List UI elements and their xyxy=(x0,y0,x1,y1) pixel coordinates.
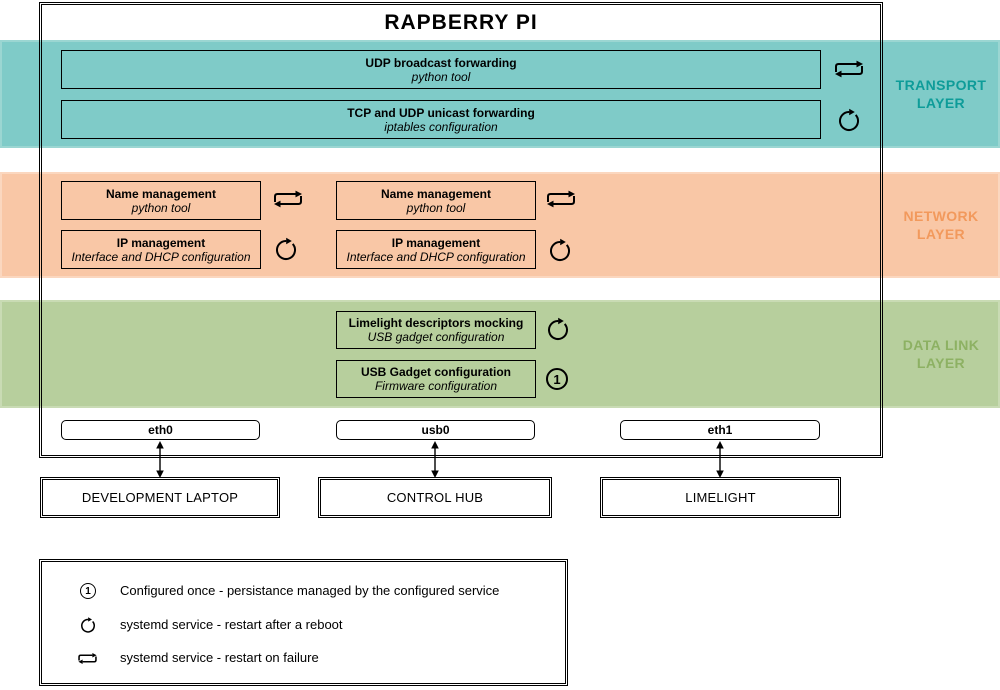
device-label: LIMELIGHT xyxy=(685,490,756,505)
node-usb-gadget-configuration: USB Gadget configuration Firmware config… xyxy=(336,360,536,398)
legend-item-restart-on-failure: systemd service - restart on failure xyxy=(120,650,319,665)
restart-on-failure-icon xyxy=(78,653,97,664)
device-limelight: LIMELIGHT xyxy=(600,477,841,518)
restart-after-reboot-icon xyxy=(839,108,859,131)
network-layer-label: NETWORK LAYER xyxy=(903,208,979,242)
node-title: UDP broadcast forwarding xyxy=(365,55,517,70)
device-label: DEVELOPMENT LAPTOP xyxy=(81,490,239,505)
raspberry-pi-container: RAPBERRY PI xyxy=(39,2,883,458)
restart-after-reboot-icon xyxy=(548,317,568,340)
node-subtitle: python tool xyxy=(131,200,191,215)
device-development-laptop: DEVELOPMENT LAPTOP xyxy=(40,477,280,518)
node-title: Name management xyxy=(380,186,492,201)
bidirectional-arrow xyxy=(716,441,724,478)
node-name-management-2: Name management python tool xyxy=(336,181,536,220)
node-subtitle: python tool xyxy=(406,200,466,215)
restart-on-failure-icon xyxy=(274,190,302,208)
restart-on-failure-icon xyxy=(835,60,863,78)
node-subtitle: iptables configuration xyxy=(384,119,498,134)
node-subtitle: Interface and DHCP configuration xyxy=(71,249,251,264)
device-control-hub: CONTROL HUB xyxy=(318,477,552,518)
node-name-management-1: Name management python tool xyxy=(61,181,261,220)
bidirectional-arrow xyxy=(156,441,164,478)
node-title: Name management xyxy=(105,186,217,201)
restart-after-reboot-icon xyxy=(550,238,570,261)
datalink-layer-label: DATA LINK LAYER xyxy=(902,337,980,371)
bidirectional-arrow xyxy=(431,441,439,478)
legend-item-restart-after-reboot: systemd service - restart after a reboot xyxy=(120,617,343,632)
interface-eth1: eth1 xyxy=(620,420,820,440)
node-udp-broadcast-forwarding: UDP broadcast forwarding python tool xyxy=(61,50,821,89)
restart-after-reboot-icon xyxy=(81,617,95,633)
legend-box xyxy=(39,559,568,686)
restart-on-failure-icon xyxy=(547,190,575,208)
node-title: IP management xyxy=(391,235,481,250)
node-title: USB Gadget configuration xyxy=(361,365,511,379)
transport-layer-label: TRANSPORT LAYER xyxy=(895,77,987,111)
node-title: Limelight descriptors mocking xyxy=(348,316,524,330)
diagram-title: RAPBERRY PI xyxy=(384,11,538,34)
node-title: IP management xyxy=(116,235,206,250)
node-subtitle: python tool xyxy=(411,69,471,84)
node-subtitle: USB gadget configuration xyxy=(367,330,505,344)
configured-once-icon: 1 xyxy=(80,583,96,599)
node-title: TCP and UDP unicast forwarding xyxy=(347,105,535,120)
node-tcp-udp-unicast-forwarding: TCP and UDP unicast forwarding iptables … xyxy=(61,100,821,139)
configured-once-icon: 1 xyxy=(546,368,568,390)
node-subtitle: Interface and DHCP configuration xyxy=(346,249,526,264)
node-ip-management-1: IP management Interface and DHCP configu… xyxy=(61,230,261,269)
interface-usb0: usb0 xyxy=(336,420,535,440)
legend-item-configured-once: Configured once - persistance managed by… xyxy=(120,583,500,598)
restart-after-reboot-icon xyxy=(276,237,296,260)
node-subtitle: Firmware configuration xyxy=(374,379,498,393)
interface-eth0: eth0 xyxy=(61,420,260,440)
configured-once-digit: 1 xyxy=(85,585,91,597)
device-label: CONTROL HUB xyxy=(386,490,484,505)
interface-label: eth1 xyxy=(707,423,733,437)
configured-once-digit: 1 xyxy=(553,371,561,387)
node-ip-management-2: IP management Interface and DHCP configu… xyxy=(336,230,536,269)
node-limelight-descriptors-mocking: Limelight descriptors mocking USB gadget… xyxy=(336,311,536,349)
interface-label: usb0 xyxy=(421,423,450,437)
interface-label: eth0 xyxy=(148,423,173,437)
